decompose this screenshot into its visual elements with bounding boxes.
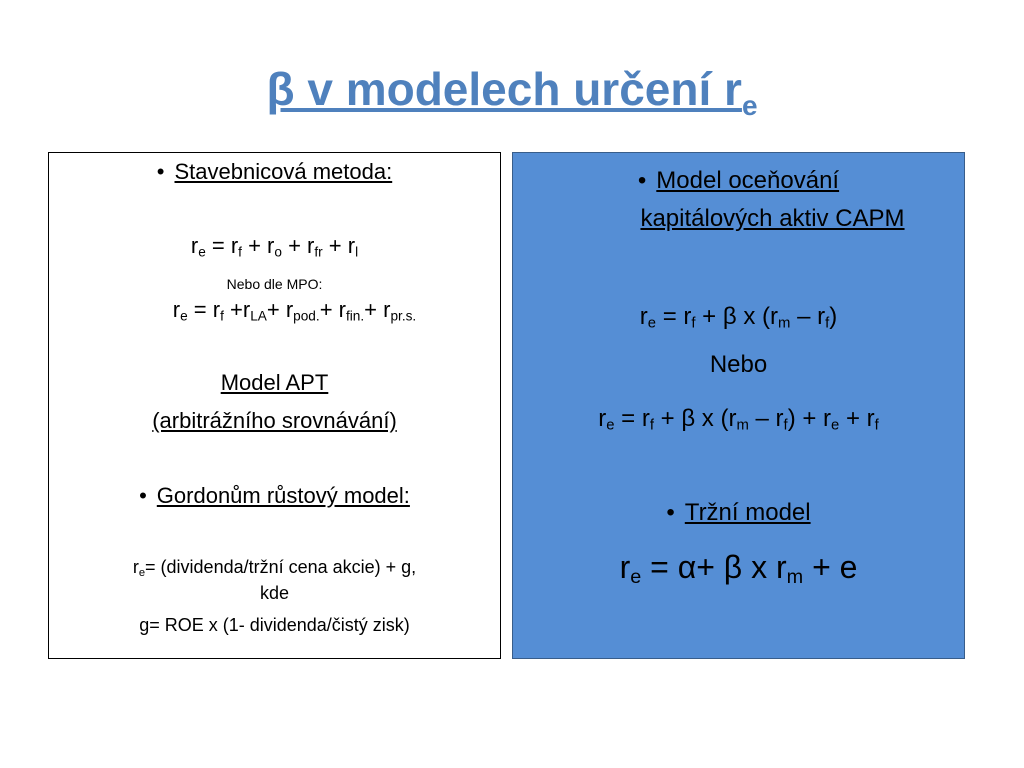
bullet-icon: • (139, 483, 147, 508)
formula-part: = r (187, 297, 221, 322)
formula-part: + r (266, 297, 294, 322)
formula-part: ) (829, 303, 838, 330)
formula-sub: m (736, 417, 749, 434)
formula-part: r (598, 405, 607, 432)
formula-mpo: re = rf +rLA+ rpod.+ rfin.+ rpr.s. (69, 297, 520, 323)
trzni-label: Tržní model (684, 499, 811, 526)
title-subscript: e (741, 90, 758, 121)
left-panel: •Stavebnicová metoda: re = rf + ro + rfr… (48, 152, 501, 659)
stavebnicova-heading: • Stavebnicová metoda: (49, 159, 500, 185)
formula-stavebnicova: re = rf + ro + rfr + rl (49, 233, 500, 259)
formula-sub: f (238, 244, 242, 260)
right-panel: • Model oceňování kapitálových aktiv CAPM… (512, 152, 965, 659)
formula-sub: e (606, 417, 615, 434)
capm-label-line2: kapitálových aktiv CAPM (640, 205, 905, 232)
capm-formula-2: re = rf + β x (rm – rf) + re + rf (513, 405, 964, 433)
formula-sub: f (649, 417, 654, 434)
nebo-mpo-label: Nebo dle MPO: (226, 276, 323, 292)
formula-part: + e (803, 549, 858, 585)
bullet-icon: • (637, 167, 647, 194)
formula-part: ) + r (787, 405, 832, 432)
formula-sub: f (825, 315, 830, 332)
gordon-formula: re= (dividenda/tržní cena akcie) + g, (49, 557, 500, 578)
formula-sub: e (647, 315, 657, 332)
formula-sub: fin. (345, 308, 365, 324)
nebo-label: Nebo (709, 351, 768, 378)
formula-part: = r (614, 405, 650, 432)
apt-line2: (arbitrážního srovnávání) (152, 408, 397, 433)
bullet-icon: • (156, 159, 165, 184)
formula-sub: e (138, 566, 146, 579)
formula-part: r (639, 303, 648, 330)
formula-sub: f (874, 417, 879, 434)
formula-part: + r (839, 405, 875, 432)
gordon-heading: • Gordonům růstový model: (49, 483, 500, 509)
formula-sub: pr.s. (390, 308, 417, 324)
capm-label-line1: Model oceňování (656, 167, 840, 194)
formula-part: – r (748, 405, 784, 432)
formula-sub: pod. (293, 308, 320, 324)
formula-sub: l (355, 244, 359, 260)
trzni-heading: • Tržní model (513, 499, 964, 527)
bullet-icon: • (666, 499, 675, 526)
formula-part: = r (205, 233, 239, 258)
title-text: β v modelech určení r (266, 63, 742, 115)
formula-part: + β x (r (653, 405, 737, 432)
formula-sub: f (691, 315, 696, 332)
gordon-formula-kde: kde (259, 583, 290, 603)
formula-part: + r (322, 233, 356, 258)
formula-sub: e (180, 308, 188, 324)
g-formula: g= ROE x (1- dividenda/čistý zisk) (139, 615, 410, 635)
formula-part: + r (241, 233, 275, 258)
formula-part: +r (223, 297, 251, 322)
formula-sub: f (783, 417, 788, 434)
formula-sub: fr (314, 244, 323, 260)
formula-part: + r (364, 297, 391, 322)
formula-sub: m (786, 565, 804, 588)
formula-part: r (190, 233, 199, 258)
formula-part: r (132, 557, 139, 577)
gordon-label: Gordonům růstový model: (156, 483, 410, 508)
slide-title: β v modelech určení re (0, 62, 1024, 120)
market-formula: re = α+ β x rm + e (513, 549, 964, 588)
formula-part: + β x (r (695, 303, 778, 330)
formula-sub: f (220, 308, 224, 324)
formula-sub: m (778, 315, 791, 332)
formula-part: + r (281, 233, 315, 258)
formula-sub: o (274, 244, 282, 260)
formula-part: = (dividenda/tržní cena akcie) + g, (145, 557, 417, 577)
stavebnicova-label: Stavebnicová metoda: (174, 159, 393, 184)
formula-sub: e (198, 244, 206, 260)
formula-part: r (172, 297, 181, 322)
formula-sub: e (630, 565, 642, 588)
formula-part: = r (656, 303, 692, 330)
apt-line1: Model APT (220, 370, 329, 395)
formula-sub: e (831, 417, 840, 434)
formula-part: + r (319, 297, 346, 322)
capm-formula: re = rf + β x (rm – rf) (513, 303, 964, 331)
capm-heading-line1: • Model oceňování (513, 167, 964, 195)
formula-part: – r (790, 303, 826, 330)
formula-part: = α+ β x r (641, 549, 787, 585)
formula-sub: LA (250, 308, 267, 324)
formula-part: r (619, 549, 631, 585)
